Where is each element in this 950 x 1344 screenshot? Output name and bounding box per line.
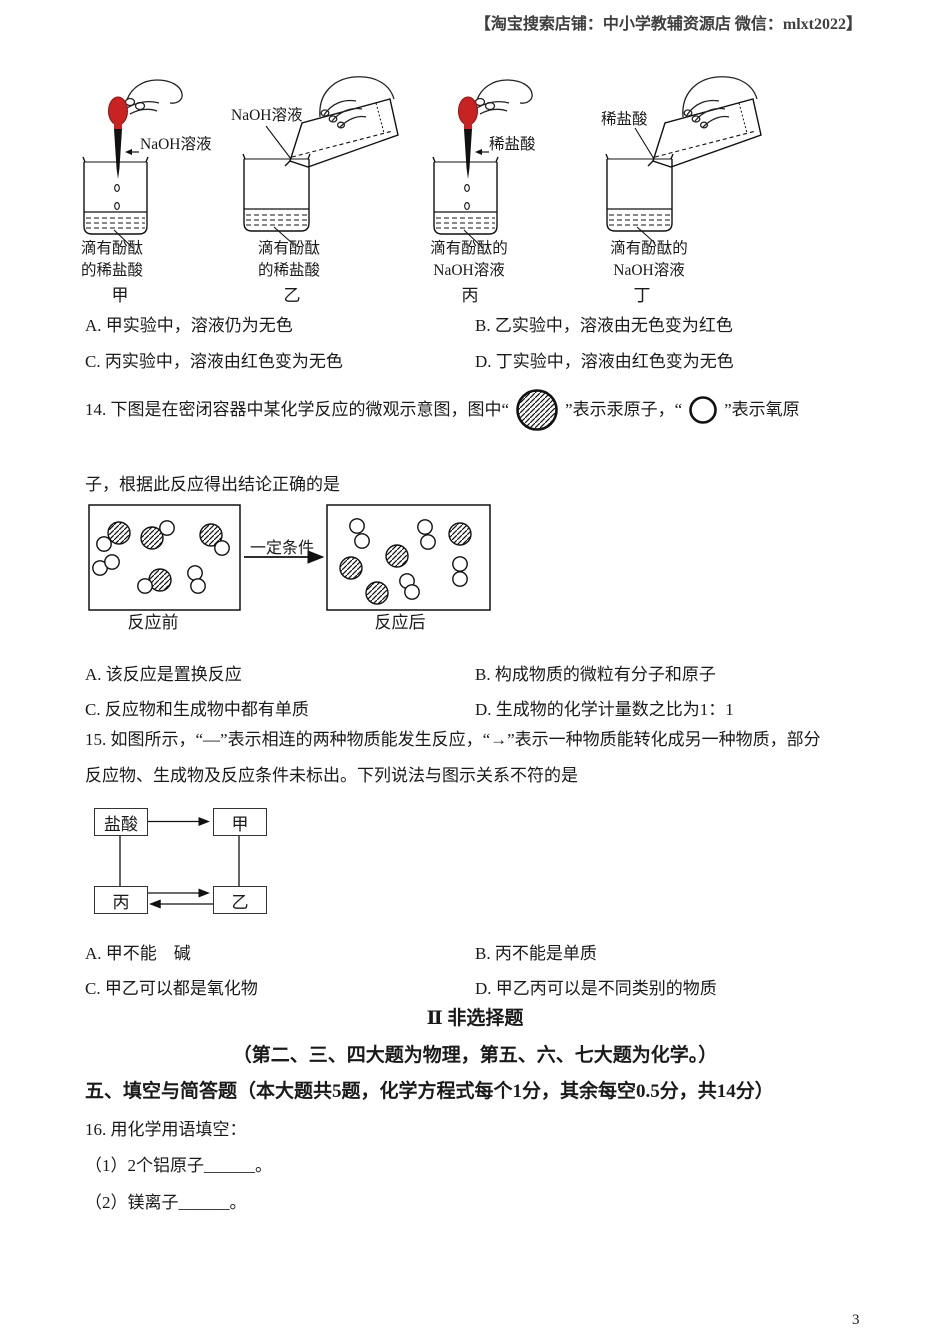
droplets-icon — [464, 184, 470, 210]
pointer-line — [636, 226, 656, 244]
shop-notice-header: 【淘宝搜索店铺：中小学教辅资源店 微信：mlxt2022】 — [474, 16, 862, 33]
reagent-label: NaOH溶液 — [231, 107, 303, 124]
pointer-line — [273, 226, 293, 244]
beaker-icon — [242, 153, 311, 244]
label-leader-line — [265, 125, 292, 160]
experiment-name: 丁 — [633, 286, 651, 305]
after-label: 反应后 — [374, 613, 426, 632]
beaker-icon — [605, 153, 674, 244]
option-b: B. 丙不能是单质 — [475, 944, 597, 963]
reagent-label: 稀盐酸 — [489, 136, 536, 153]
option-a: A. 甲不能 碱 — [85, 944, 191, 963]
diagram-box-jia: 甲 — [213, 808, 267, 836]
q14-stem-part3: ”表示氧原 — [724, 399, 800, 419]
hand-icon — [474, 79, 533, 115]
option-a: A. 该反应是置换反应 — [85, 665, 242, 684]
option-b: B. 乙实验中，溶液由无色变为红色 — [475, 316, 733, 335]
option-c: C. 甲乙可以都是氧化物 — [85, 979, 258, 998]
q15-stem-line2: 反应物、生成物及反应条件未标出。下列说法与图示关系不符的是 — [85, 766, 578, 785]
section-title: Ⅱ 非选择题 — [426, 1008, 524, 1029]
before-molecules — [92, 520, 230, 594]
option-d: D. 甲乙丙可以是不同类别的物质 — [475, 979, 717, 998]
hand-icon — [682, 76, 758, 129]
experiment-name: 甲 — [111, 286, 129, 305]
q16-stem: 16. 用化学用语填空： — [85, 1120, 247, 1139]
reagent-label: NaOH溶液 — [140, 136, 212, 153]
q14-stem-part2: ”表示汞原子，“ — [565, 399, 683, 419]
dropper-icon — [108, 96, 128, 179]
dropper-experiment-icon — [82, 79, 183, 249]
oxygen-atom-icon — [689, 396, 717, 424]
option-c: C. 丙实验中，溶液由红色变为无色 — [85, 352, 343, 371]
option-d: D. 丁实验中，溶液由红色变为无色 — [475, 352, 734, 371]
part5-heading: 五、填空与简答题（本大题共5题，化学方程式每个1分，其余每空0.5分，共14分） — [85, 1081, 774, 1102]
beaker-caption: 滴有酚酞的稀盐酸 — [80, 240, 143, 279]
diagram-box-bing: 丙 — [94, 886, 148, 914]
section-subtitle: （第二、三、四大题为物理，第五、六、七大题为化学。） — [232, 1045, 718, 1066]
pointer-line — [113, 229, 134, 249]
page-number: 3 — [852, 1312, 860, 1328]
hand-icon — [124, 79, 183, 115]
dropper-experiment-icon — [432, 79, 533, 249]
experiment-name: 丙 — [461, 286, 479, 305]
experiment-name: 乙 — [283, 286, 301, 305]
q14-stem-line1: 14. 下图是在密闭容器中某化学反应的微观示意图，图中“ ”表示汞原子，“ ”表… — [85, 386, 800, 434]
q14-stem-part1: 14. 下图是在密闭容器中某化学反应的微观示意图，图中“ — [85, 399, 510, 419]
label-leader-line — [634, 127, 655, 160]
beaker-icon — [82, 156, 149, 249]
substance-relation-diagram — [119, 816, 240, 909]
tilted-beaker-icon — [284, 98, 399, 168]
q14-stem-line2: 子，根据此反应得出结论正确的是 — [85, 475, 340, 494]
pouring-experiment-icon — [605, 76, 762, 244]
beaker-caption: 滴有酚酞的稀盐酸 — [257, 240, 320, 279]
option-c: C. 反应物和生成物中都有单质 — [85, 700, 309, 719]
beaker-icon — [432, 156, 499, 249]
q15-stem-line1: 15. 如图所示，“—”表示相连的两种物质能发生反应，“→”表示一种物质能转化成… — [85, 730, 821, 749]
q16-blank-2: （2）镁离子______。 — [85, 1193, 247, 1212]
mercury-atom-icon — [516, 389, 558, 431]
diagram-box-yi: 乙 — [213, 886, 267, 914]
before-label: 反应前 — [127, 613, 179, 632]
pouring-experiment-icon — [242, 76, 399, 244]
reagent-label: 稀盐酸 — [601, 111, 648, 128]
label-leader-arrow — [125, 149, 139, 155]
pointer-line — [463, 229, 484, 249]
arrow-condition-label: 一定条件 — [249, 540, 314, 557]
option-b: B. 构成物质的微粒有分子和原子 — [475, 665, 716, 684]
q16-blank-1: （1）2个铝原子______。 — [85, 1156, 272, 1175]
after-molecules — [339, 518, 472, 605]
reaction-micro-diagram — [88, 504, 491, 611]
tilted-beaker-icon — [647, 98, 762, 168]
dropper-icon — [458, 96, 478, 179]
diagram-box-hcl: 盐酸 — [94, 808, 148, 836]
droplets-icon — [114, 184, 120, 210]
option-a: A. 甲实验中，溶液仍为无色 — [85, 316, 293, 335]
option-d: D. 生成物的化学计量数之比为1：1 — [475, 700, 734, 719]
hand-icon — [319, 76, 395, 129]
label-leader-arrow — [475, 149, 489, 155]
